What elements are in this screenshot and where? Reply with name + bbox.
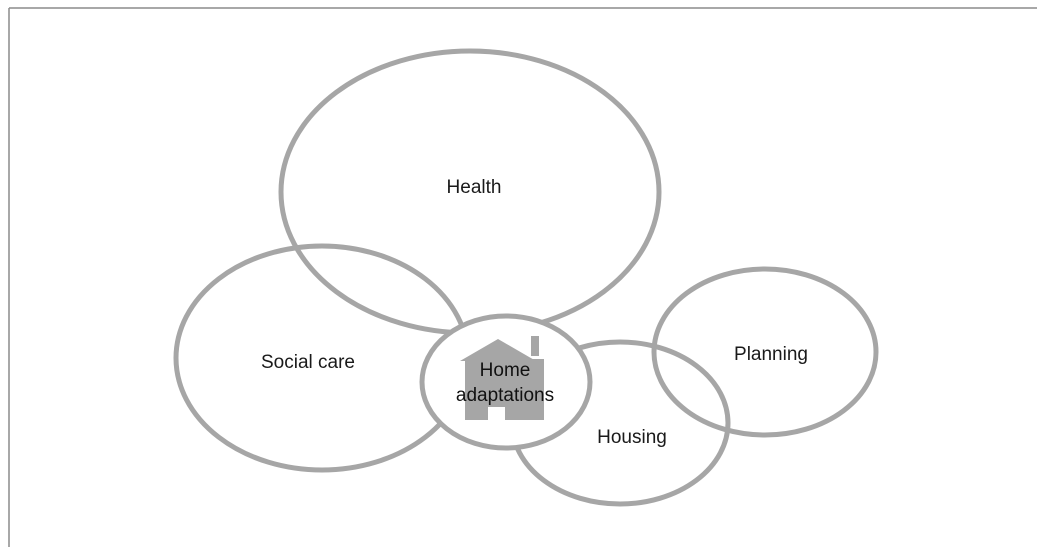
health-label: Health [447,177,502,198]
home-label-line2: adaptations [456,385,554,406]
home-label-line1: Home [480,360,531,381]
house-icon [460,336,544,420]
housing-label: Housing [597,427,667,448]
planning-circle [651,266,879,438]
planning-label: Planning [734,344,808,365]
social-care-label: Social care [261,352,355,373]
